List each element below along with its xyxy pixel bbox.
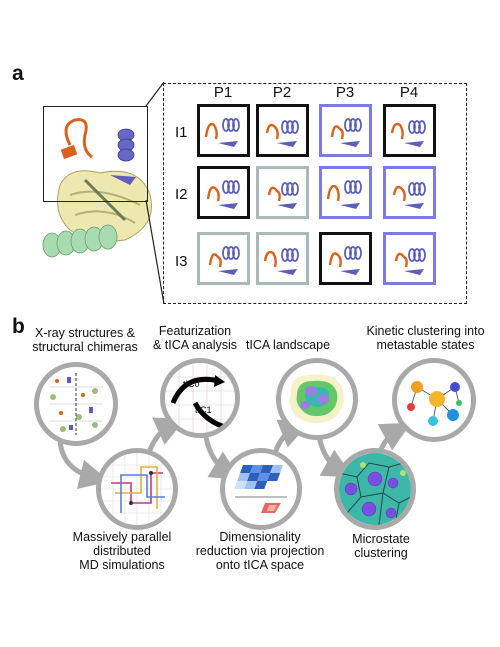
column-header-p4: P4 <box>399 84 419 101</box>
row-label-i3: I3 <box>175 253 188 270</box>
caption-xray: X-ray structures & structural chimeras <box>20 326 150 354</box>
grid-cell-i2-p4 <box>383 166 436 219</box>
arrow-xray-to-md <box>57 439 110 490</box>
caption-kinetic-line2: metastable states <box>376 338 475 352</box>
protein-fragment-icon <box>390 120 426 147</box>
caption-xray-line1: X-ray structures & <box>34 326 136 340</box>
protein-fragment-icon <box>204 118 240 147</box>
protein-fragment-icon <box>265 120 299 147</box>
caption-md-line3: MD simulations <box>79 558 165 572</box>
kinetic-clustering-circle <box>392 358 476 442</box>
md-simulations-circle <box>96 448 178 530</box>
caption-microstate-line2: clustering <box>354 546 408 560</box>
caption-microstate: Microstate clustering <box>336 532 426 560</box>
protein-fragment-icon <box>328 246 362 275</box>
voronoi-cluster-icon <box>339 453 411 525</box>
grid-cell-i1-p3 <box>319 104 372 157</box>
protein-fragment-icon <box>267 182 299 209</box>
tica-landscape-circle <box>276 358 358 440</box>
microstate-clustering-circle <box>334 448 416 530</box>
protein-fragment-icon <box>330 118 362 147</box>
caption-microstate-line1: Microstate <box>352 532 410 546</box>
featurization-circle: tIC0 tIC1 <box>160 358 240 438</box>
projection-heatmap-icon <box>234 465 287 513</box>
caption-kinetic-line1: Kinetic clustering into <box>366 324 485 338</box>
protein-thumbnails-icon <box>49 373 103 435</box>
protein-fragment-icon <box>392 182 426 209</box>
protein-fragment-icon <box>394 248 426 275</box>
caption-tica-landscape-line1: tICA landscape <box>245 338 331 352</box>
grid-cell-i3-p1 <box>197 232 250 285</box>
grid-cell-i1-p1 <box>197 104 250 157</box>
caption-featurization-line2: & tICA analysis <box>152 338 238 352</box>
caption-md-line2: distributed <box>93 544 151 558</box>
column-header-p2: P2 <box>272 84 292 101</box>
dashed-frame <box>163 83 467 304</box>
caption-dimred-line3: onto tICA space <box>215 558 305 572</box>
msm-network-icon <box>407 381 462 426</box>
xray-structures-circle <box>34 362 118 446</box>
grid-cell-i1-p2 <box>256 104 309 157</box>
grid-cell-i3-p4 <box>383 232 436 285</box>
caption-dimred-line1: Dimensionality <box>219 530 301 544</box>
panel-b-letter: b <box>12 315 25 338</box>
column-header-p3: P3 <box>335 84 355 101</box>
zoom-box <box>43 106 148 202</box>
tic0-label: tIC0 <box>183 379 200 389</box>
dimensionality-reduction-circle <box>220 448 302 530</box>
tica-axes-icon: tIC0 tIC1 <box>165 363 235 433</box>
protein-fragment-icon <box>208 246 240 275</box>
trajectory-icon <box>101 453 173 525</box>
grid-cell-i2-p1 <box>197 166 250 219</box>
caption-md-line1: Massively parallel <box>72 530 172 544</box>
caption-xray-line2: structural chimeras <box>32 340 138 354</box>
grid-cell-i1-p4 <box>383 104 436 157</box>
column-header-p1: P1 <box>213 84 233 101</box>
caption-featurization: Featurization & tICA analysis <box>140 324 250 352</box>
tic1-label: tIC1 <box>195 405 212 415</box>
protein-fragment-icon <box>326 180 362 209</box>
protein-structure-image <box>42 118 152 258</box>
grid-cell-i2-p2 <box>256 166 309 219</box>
grid-cell-i3-p2 <box>256 232 309 285</box>
protein-fragment-icon <box>206 180 240 209</box>
protein-fragment-icon <box>263 248 299 275</box>
panel-a-letter: a <box>12 62 24 85</box>
zoom-connector-lines <box>145 81 165 305</box>
grid-cell-i2-p3 <box>319 166 372 219</box>
caption-md: Massively parallel distributed MD simula… <box>62 530 182 572</box>
caption-dimred: Dimensionality reduction via projection … <box>190 530 330 572</box>
row-label-i2: I2 <box>175 186 188 203</box>
caption-tica-landscape: tICA landscape <box>243 338 333 352</box>
row-label-i1: I1 <box>175 124 188 141</box>
caption-dimred-line2: reduction via projection <box>195 544 325 558</box>
caption-kinetic: Kinetic clustering into metastable state… <box>358 324 493 352</box>
landscape-icon <box>289 374 344 423</box>
caption-featurization-line1: Featurization <box>158 324 232 338</box>
grid-cell-i3-p3 <box>319 232 372 285</box>
